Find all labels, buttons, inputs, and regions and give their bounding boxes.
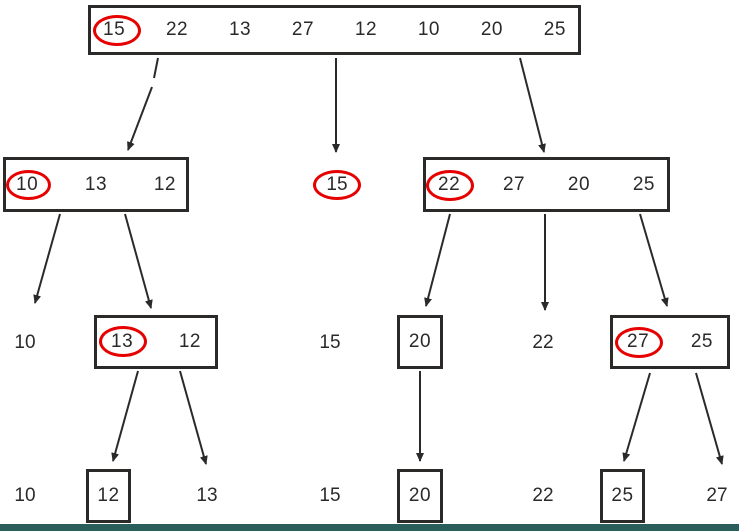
array-box-root: 15 22 13 27 12 10 20 25 xyxy=(88,5,581,55)
array-value: 20 xyxy=(567,173,591,195)
array-value: 12 xyxy=(178,331,201,352)
arrow xyxy=(695,372,724,465)
leaf-value-13: 13 xyxy=(196,485,218,506)
leaf-value-15: 15 xyxy=(319,332,341,353)
leaf-value-27: 27 xyxy=(706,485,728,506)
array-value: 22 xyxy=(165,19,189,40)
array-value: 25 xyxy=(543,19,566,40)
arrow xyxy=(111,370,139,462)
array-value: 20 xyxy=(408,485,432,506)
pivot-circle xyxy=(99,326,147,357)
arrow xyxy=(424,213,451,307)
pivot-circle xyxy=(426,170,474,201)
array-box-12: 12 xyxy=(86,469,131,523)
array-value: 10 xyxy=(417,19,440,40)
array-value: 25 xyxy=(632,173,655,195)
array-value: 13 xyxy=(84,173,108,195)
pivot-circle xyxy=(615,327,663,358)
array-box-20: 20 xyxy=(397,469,443,523)
pivot-circle xyxy=(313,170,361,200)
array-value: 25 xyxy=(611,485,634,506)
array-value: 20 xyxy=(480,19,503,40)
arrow xyxy=(127,86,153,151)
arrow xyxy=(124,213,153,309)
leaf-value-22: 22 xyxy=(532,485,554,506)
leaf-value-10: 10 xyxy=(14,332,36,353)
array-value: 20 xyxy=(408,331,432,352)
array-value: 12 xyxy=(97,485,120,506)
array-value: 27 xyxy=(502,173,526,195)
leaf-value-22: 22 xyxy=(532,332,554,353)
bottom-border-bar xyxy=(0,524,739,531)
leaf-value-10: 10 xyxy=(14,485,36,506)
pivot-circle xyxy=(93,15,141,46)
array-value: 12 xyxy=(354,19,378,40)
array-value: 13 xyxy=(228,19,252,40)
array-value: 27 xyxy=(291,19,315,40)
arrow xyxy=(639,213,669,307)
arrow xyxy=(622,372,651,462)
array-box-25: 25 xyxy=(600,469,645,523)
arrow xyxy=(519,57,546,153)
leaf-value-15: 15 xyxy=(319,485,341,506)
arrow-dash-segment xyxy=(153,57,159,79)
arrow xyxy=(33,213,61,304)
pivot-circle xyxy=(6,170,51,200)
array-box-20: 20 xyxy=(397,315,443,369)
array-value: 25 xyxy=(690,331,713,352)
array-value: 12 xyxy=(153,173,176,195)
arrow xyxy=(179,370,208,465)
